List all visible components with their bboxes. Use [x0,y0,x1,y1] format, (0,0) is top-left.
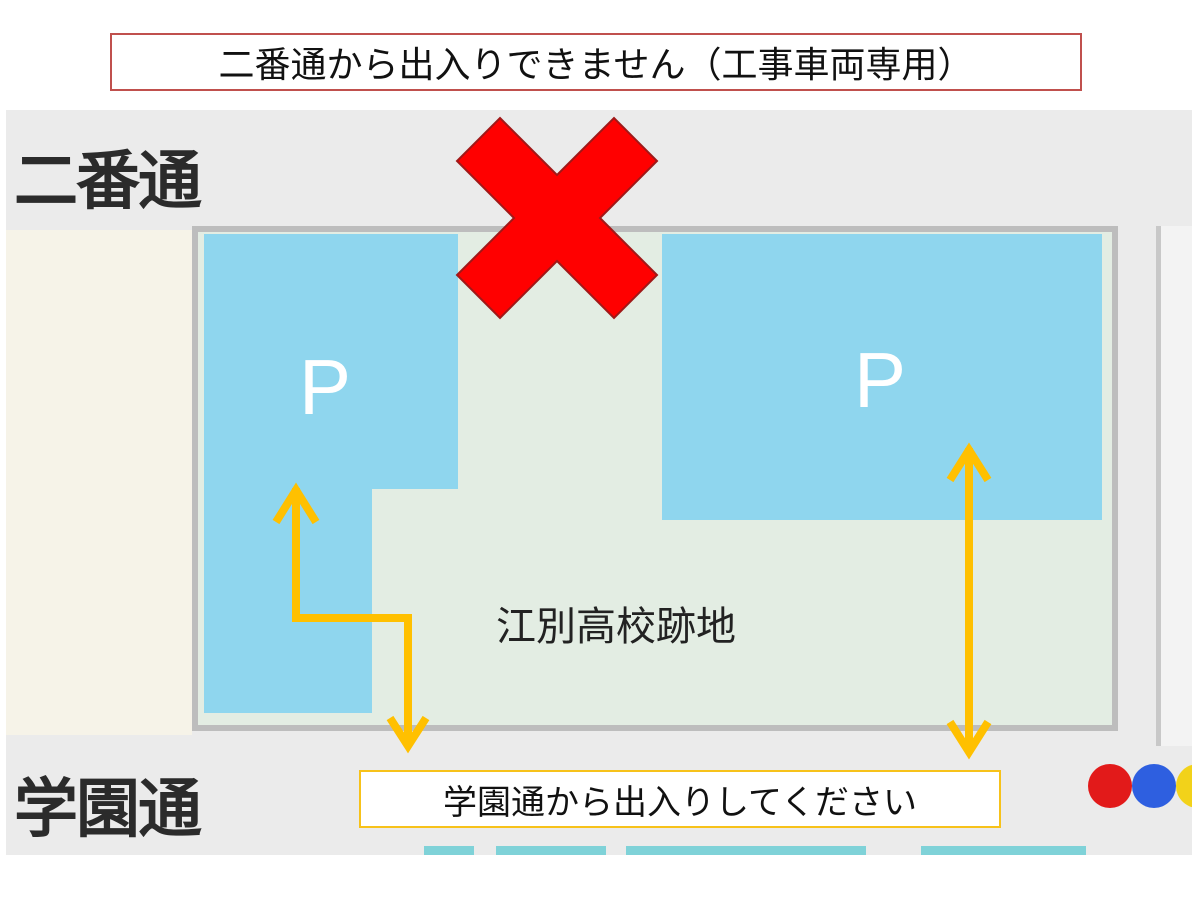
parking-label-left: P [299,343,352,431]
road-label-gakuendori: 学園通 [14,773,202,847]
notice-top-text: 二番通から出入りできません（工事車両専用） [218,45,974,86]
notice-no-entry-nibandori: 二番通から出入りできません（工事車両専用） [110,33,1082,91]
right-road-edge [1156,226,1192,746]
road-label-nibandori: 二番通 [14,145,202,219]
traffic-light-icon [1084,762,1192,812]
parking-lot-left-upper [204,234,458,489]
notice-bottom-text: 学園通から出入りしてください [443,782,917,823]
parking-lot-left-lower [204,487,372,713]
parking-label-right: P [854,336,907,424]
notice-enter-gakuendori: 学園通から出入りしてください [359,770,1001,828]
site-map: 二番通 P P 江別高校跡地 学園通 [6,110,1192,855]
bottom-buildings [6,840,1192,855]
school-site [192,226,1118,731]
parking-lot-right [662,234,1102,520]
site-name-label: 江別高校跡地 [496,604,736,650]
left-strip [6,230,192,735]
